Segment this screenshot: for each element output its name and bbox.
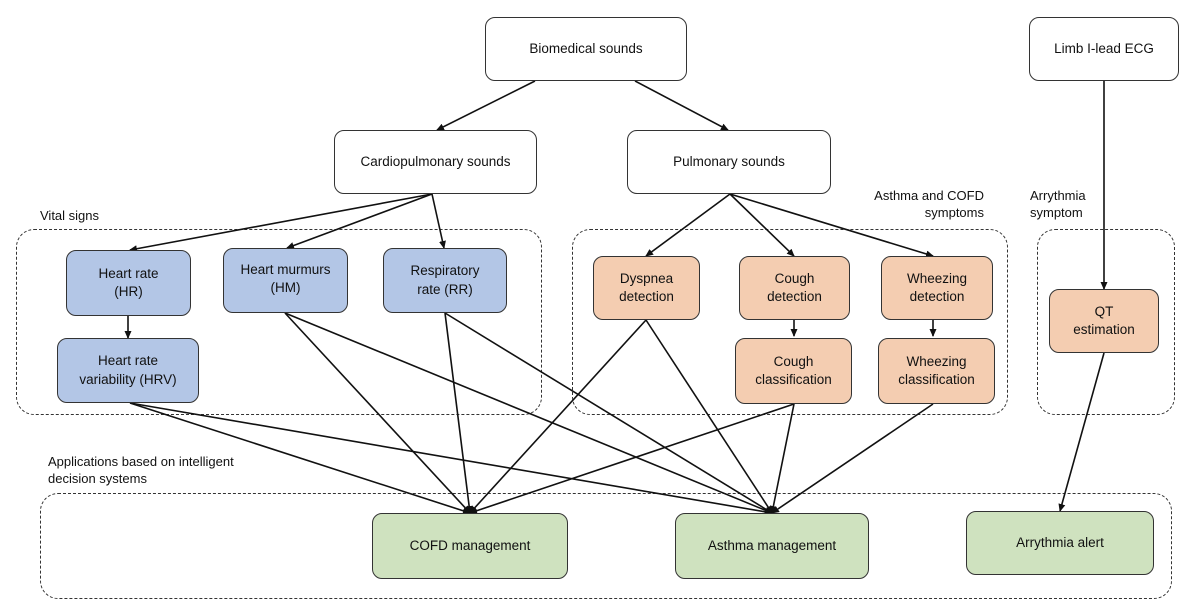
vital-signs-group — [16, 229, 542, 415]
cofd-management-node: COFD management — [372, 513, 568, 579]
cardiopulmonary-sounds-node: Cardiopulmonary sounds — [334, 130, 537, 194]
vital-signs-label: Vital signs — [40, 208, 100, 223]
wheezing-classification-node: Wheezing classification — [878, 338, 995, 404]
edge-wheezing-class-asthma — [771, 403, 934, 514]
edge-biomedical-pulmonary — [634, 80, 729, 131]
wheezing-detection-node: Wheezing detection — [881, 256, 993, 320]
edge-hm-cofd — [284, 312, 471, 514]
cough-detection-node: Cough detection — [739, 256, 850, 320]
heart-rate-variability-node: Heart rate variability (HRV) — [57, 338, 199, 403]
edge-hrv-cofd — [129, 402, 471, 515]
edge-cough-class-asthma — [769, 403, 795, 514]
heart-rate-node: Heart rate (HR) — [66, 250, 191, 316]
edge-hm-asthma — [284, 312, 773, 514]
edge-rr-cofd — [444, 312, 473, 514]
heart-murmurs-node: Heart murmurs (HM) — [223, 248, 348, 313]
edge-dyspnea-asthma — [645, 319, 773, 514]
edge-cough-class-cofd — [469, 403, 795, 515]
applications-group — [40, 493, 1172, 599]
edge-pulm-dyspnea — [645, 193, 731, 257]
respiratory-rate-node: Respiratory rate (RR) — [383, 248, 507, 313]
arrythmia-symptom-group — [1037, 229, 1175, 415]
edge-pulm-wheezing — [729, 193, 934, 258]
asthma-cofd-symptoms-label: Asthma and COFD symptoms — [874, 188, 984, 220]
limb-ecg-node: Limb I-lead ECG — [1029, 17, 1179, 81]
asthma-cofd-symptoms-group — [572, 229, 1008, 415]
edge-hrv-asthma — [129, 402, 773, 516]
edge-rr-asthma — [444, 312, 773, 514]
arrythmia-symptom-label: Arrythmia symptom — [1030, 188, 1086, 220]
edge-dyspnea-cofd — [469, 319, 647, 514]
edge-cardio-hr — [129, 193, 433, 253]
edge-cardio-rr — [431, 193, 446, 249]
pulmonary-sounds-node: Pulmonary sounds — [627, 130, 831, 194]
qt-estimation-node: QT estimation — [1049, 289, 1159, 353]
biomedical-sounds-node: Biomedical sounds — [485, 17, 687, 81]
edge-pulm-cough — [729, 193, 795, 257]
arrythmia-alert-node: Arrythmia alert — [966, 511, 1154, 575]
cough-classification-node: Cough classification — [735, 338, 852, 404]
dyspnea-detection-node: Dyspnea detection — [593, 256, 700, 320]
edge-cardio-hm — [286, 193, 433, 249]
applications-label: Applications based on intelligent decisi… — [48, 454, 234, 486]
edge-biomedical-cardiopulmonary — [436, 80, 536, 131]
asthma-management-node: Asthma management — [675, 513, 869, 579]
edge-qt-arrythmia — [1058, 352, 1105, 512]
